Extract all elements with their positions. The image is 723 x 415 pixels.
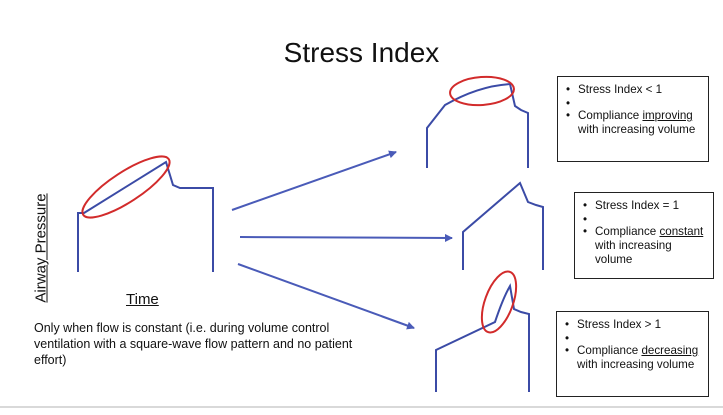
compliance-keyword: constant [659,225,704,238]
x-axis-label: Time [126,291,159,308]
lower-pressure-waveform [435,283,530,392]
box-heading: Stress Index < 1 [562,83,702,97]
constant-flow-note: Only when flow is constant (i.e. during … [34,321,353,367]
box-spacer [562,97,702,111]
stress-index-greater-than-1-box: Stress Index > 1 Compliance decreasing w… [556,311,709,397]
box-compliance-text: Compliance constant with increasing volu… [579,225,709,267]
compliance-prefix: Compliance [577,344,642,357]
upper-highlight-ellipse [449,75,515,107]
compliance-suffix: with increasing volume [595,239,672,266]
box-spacer [579,213,709,227]
arrow-to-lower [237,263,415,330]
arrow-to-upper [231,150,397,211]
compliance-keyword: improving [642,109,693,122]
upper-pressure-waveform [426,82,529,168]
box-heading: Stress Index > 1 [561,318,704,332]
compliance-suffix: with increasing volume [578,123,696,136]
arrow-to-middle [239,233,453,242]
stress-index-less-than-1-box: Stress Index < 1 Compliance improving wi… [557,76,709,162]
middle-pressure-waveform [462,181,544,270]
compliance-suffix: with increasing volume [577,358,695,371]
main-pressure-waveform [77,160,214,272]
compliance-keyword: decreasing [641,344,699,357]
box-compliance-text: Compliance decreasing with increasing vo… [561,344,704,372]
compliance-prefix: Compliance [578,109,643,122]
slide-bottom-border [0,406,723,408]
main-highlight-ellipse [81,155,171,219]
box-spacer [561,332,704,346]
box-compliance-text: Compliance improving with increasing vol… [562,109,702,137]
y-axis-label: Airway Pressure [32,193,50,303]
slide-title: Stress Index [283,37,440,68]
lower-highlight-ellipse [480,270,518,334]
compliance-prefix: Compliance [595,225,660,238]
box-heading: Stress Index = 1 [579,199,709,213]
stress-index-equal-1-box: Stress Index = 1 Compliance constant wit… [574,192,714,279]
